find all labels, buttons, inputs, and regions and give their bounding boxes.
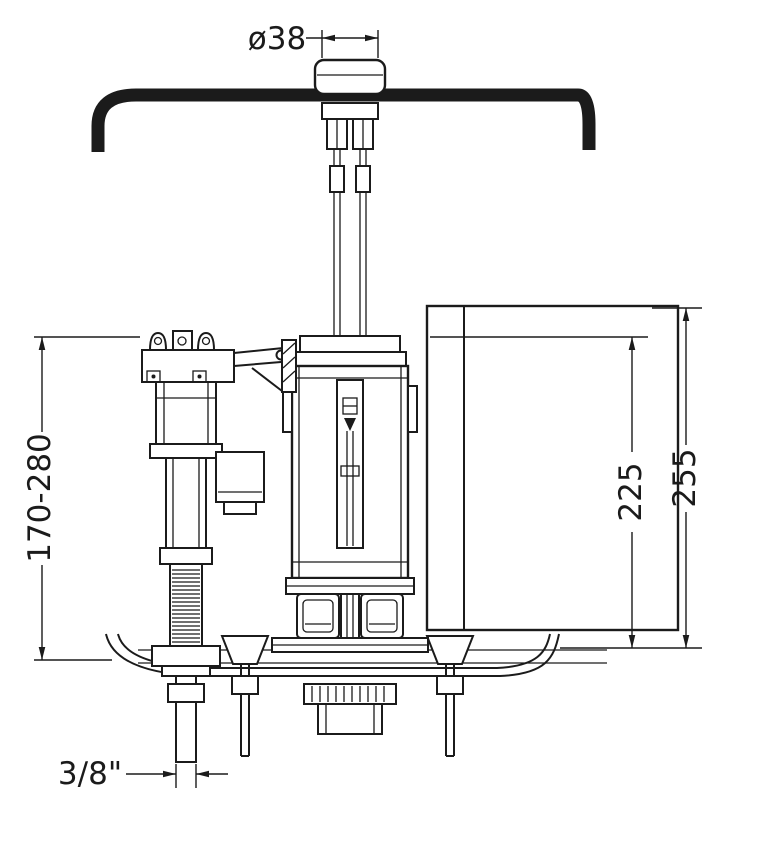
- outlet-thread: [303, 683, 397, 735]
- fill-valve: [141, 330, 297, 763]
- dimension-button-diameter: ø38: [248, 21, 379, 58]
- side-tab-right: [407, 385, 418, 433]
- dimension-valve-height: 225: [430, 336, 702, 649]
- fill-valve-lever-arm: [233, 339, 297, 393]
- dimension-overall-height: 255: [652, 307, 703, 648]
- fill-valve-inlet: [151, 645, 221, 763]
- fixing-bolt-left: [220, 635, 270, 757]
- fill-valve-head: [141, 330, 235, 383]
- dim-label-overall-height: 255: [667, 448, 703, 507]
- dimension-installation-height: 170-280: [22, 336, 140, 661]
- dim-label-valve-height: 225: [613, 462, 649, 521]
- bolt-nut: [231, 675, 259, 695]
- fill-valve-body: [149, 381, 265, 515]
- bolt-cone: [220, 635, 270, 665]
- dim-label-installation-height: 170-280: [22, 433, 58, 563]
- bolt-cone: [425, 635, 475, 665]
- inlet-nut: [167, 683, 205, 703]
- fill-valve-outlet-box: [215, 451, 265, 503]
- float-channel: [336, 379, 364, 549]
- button-locknut: [321, 102, 379, 120]
- dim-label-inlet-thread: 3/8": [58, 756, 122, 792]
- button-cap: [313, 58, 387, 96]
- bolt-nut: [436, 675, 464, 695]
- dim-label-button-diameter: ø38: [248, 21, 306, 57]
- push-button: [313, 58, 387, 150]
- flush-valve: [271, 335, 429, 653]
- tank-bracket: [425, 304, 680, 632]
- actuator-rods: [329, 149, 371, 336]
- fixing-bolt-right: [425, 635, 475, 757]
- outlet-pipe: [317, 703, 383, 735]
- valve-top-plate: [299, 335, 401, 353]
- dimension-inlet-thread: 3/8": [58, 756, 228, 792]
- fill-valve-telescopic-shaft: [159, 457, 213, 647]
